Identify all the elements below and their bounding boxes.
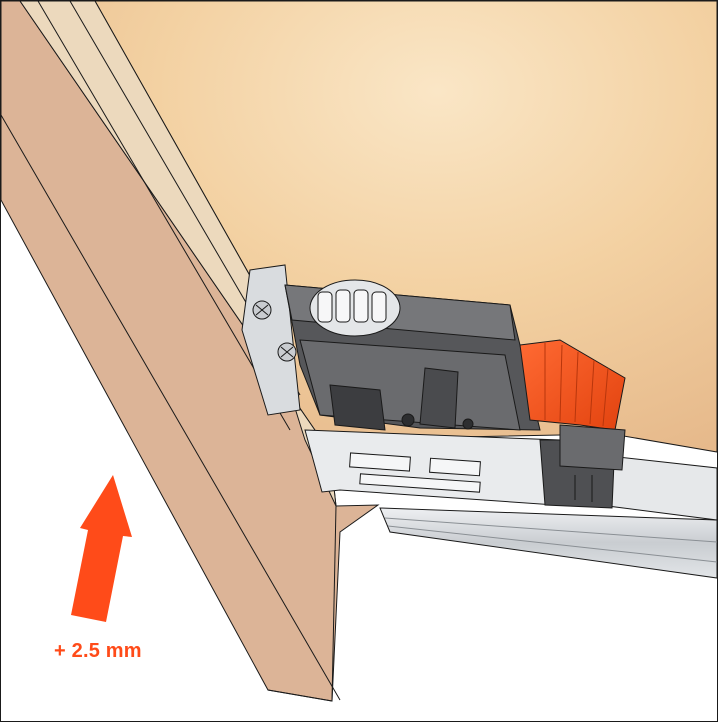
side-wall-groove-2 bbox=[37, 0, 291, 431]
screw-icon bbox=[252, 300, 272, 320]
housing-recess bbox=[329, 384, 386, 431]
screw-icon bbox=[277, 342, 297, 362]
rail-line bbox=[384, 517, 718, 543]
side-wall-groove-1 bbox=[0, 114, 341, 701]
base-slot bbox=[359, 473, 481, 493]
height-adjustment-label: + 2.5 mm bbox=[54, 640, 142, 662]
base-slot bbox=[429, 457, 481, 477]
adjustment-wheel bbox=[309, 279, 401, 337]
side-wall-corner-edge bbox=[331, 505, 337, 702]
rail-line bbox=[387, 525, 718, 563]
arrow-up-right-icon bbox=[71, 475, 132, 622]
embossed-label-plate bbox=[419, 367, 459, 429]
housing-hole bbox=[462, 418, 474, 430]
base-slot bbox=[349, 452, 411, 472]
rail-latch-clip bbox=[539, 424, 626, 509]
side-wall-bottom-edge bbox=[267, 689, 333, 702]
runner-rail bbox=[379, 507, 718, 579]
housing-hole bbox=[401, 413, 415, 427]
